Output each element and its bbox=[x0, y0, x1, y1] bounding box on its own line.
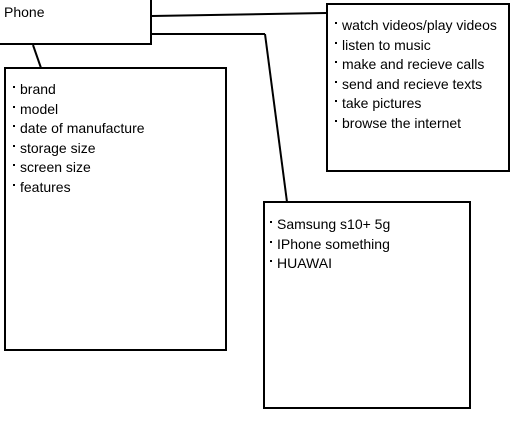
attribute-item: screen size bbox=[12, 158, 145, 178]
function-item: watch videos/play videos bbox=[334, 16, 497, 36]
example-item: IPhone something bbox=[269, 235, 390, 255]
function-item: take pictures bbox=[334, 94, 497, 114]
functions-list: watch videos/play videos listen to music… bbox=[334, 16, 497, 133]
example-item: HUAWAI bbox=[269, 254, 390, 274]
functions-box: watch videos/play videos listen to music… bbox=[326, 3, 510, 172]
function-item: browse the internet bbox=[334, 114, 497, 134]
function-item: send and recieve texts bbox=[334, 75, 497, 95]
examples-list: Samsung s10+ 5g IPhone something HUAWAI bbox=[269, 215, 390, 274]
attributes-list: brand model date of manufacture storage … bbox=[12, 80, 145, 197]
attribute-item: date of manufacture bbox=[12, 119, 145, 139]
function-item: make and recieve calls bbox=[334, 55, 497, 75]
attribute-item: features bbox=[12, 178, 145, 198]
example-item: Samsung s10+ 5g bbox=[269, 215, 390, 235]
examples-box: Samsung s10+ 5g IPhone something HUAWAI bbox=[263, 201, 471, 409]
connector-phone-to-attributes bbox=[32, 44, 42, 69]
connector-elbow-to-examples bbox=[264, 33, 288, 203]
attributes-box: brand model date of manufacture storage … bbox=[4, 67, 227, 351]
attribute-item: storage size bbox=[12, 139, 145, 159]
function-item: listen to music bbox=[334, 36, 497, 56]
attribute-item: model bbox=[12, 100, 145, 120]
connector-phone-to-functions bbox=[151, 12, 327, 17]
attribute-item: brand bbox=[12, 80, 145, 100]
phone-box: Phone bbox=[0, 0, 152, 45]
phone-title: Phone bbox=[4, 4, 45, 20]
